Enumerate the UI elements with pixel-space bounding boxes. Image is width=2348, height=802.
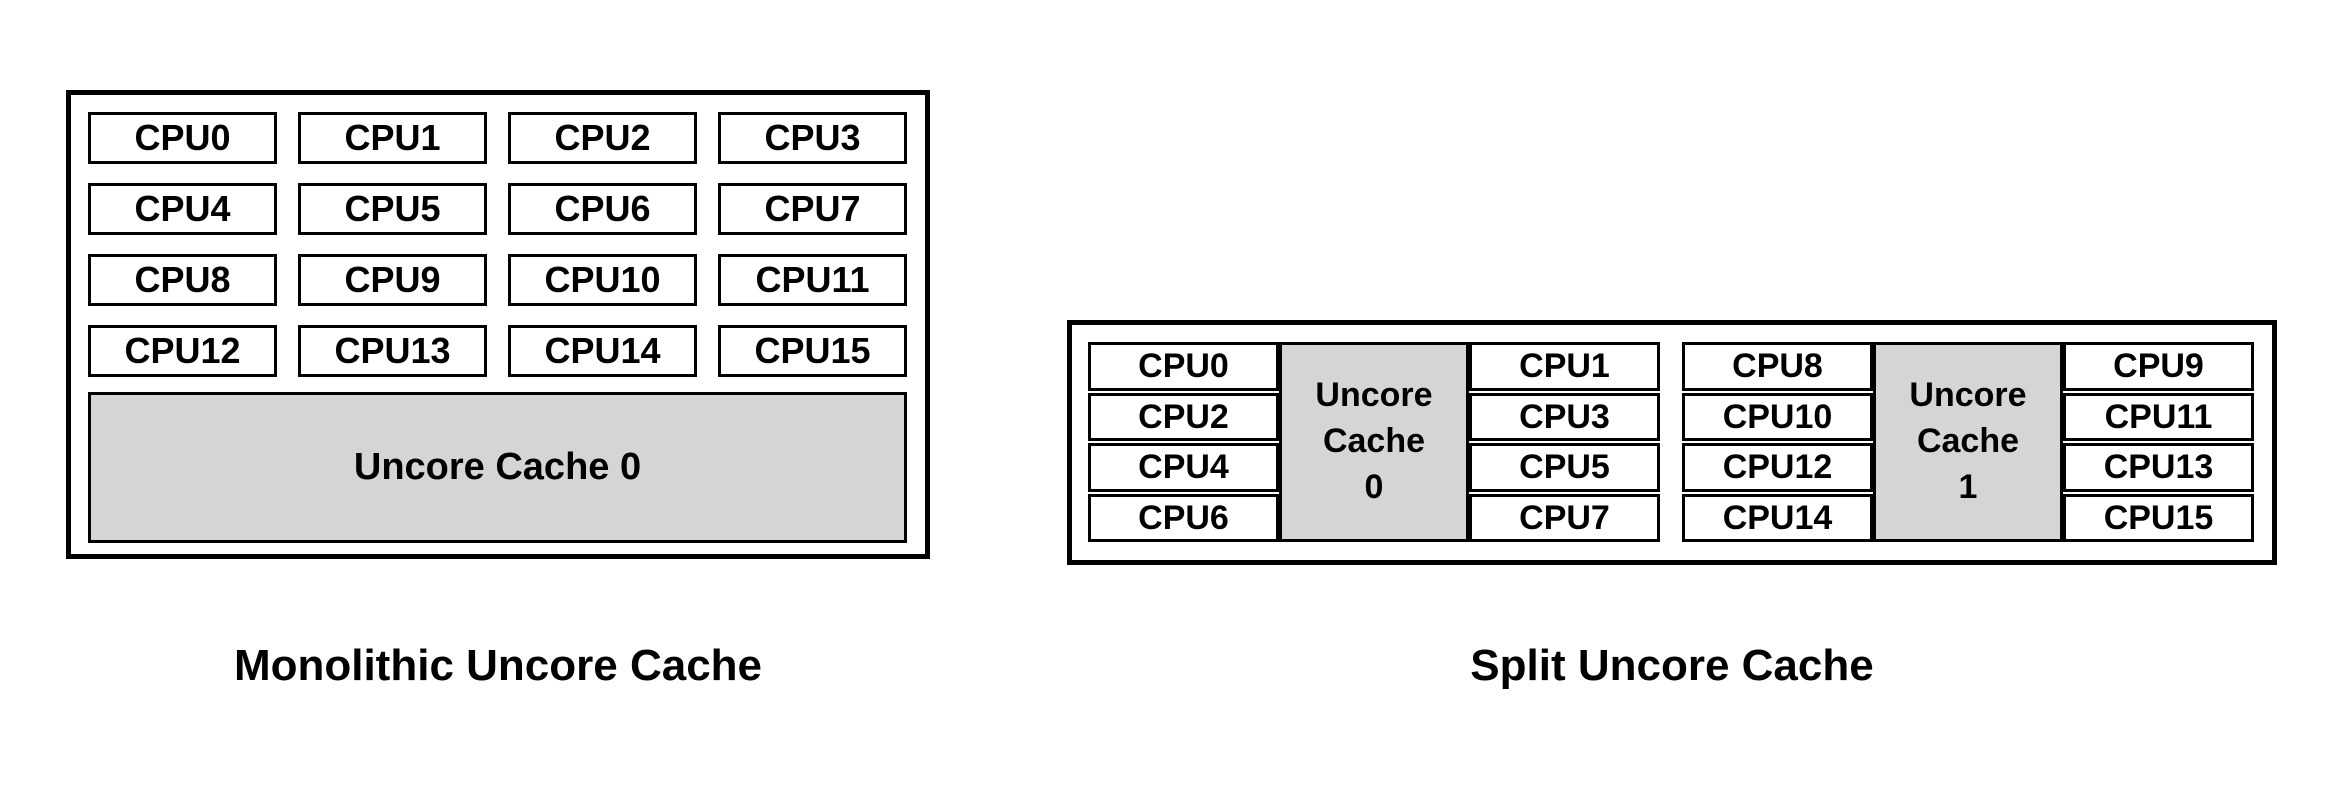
cache-line: Cache — [1916, 422, 2020, 461]
split-cpu-box-8: CPU8 — [1682, 342, 1873, 391]
split-cpu-box-1: CPU1 — [1469, 342, 1660, 391]
split-cpu-box-6: CPU6 — [1088, 493, 1279, 542]
split-cpu-box-5: CPU5 — [1469, 443, 1660, 492]
split-cpu-box-7: CPU7 — [1469, 493, 1660, 542]
mono-cpu-box-14: CPU14 — [508, 325, 697, 377]
cache-line: Cache — [1322, 422, 1426, 461]
split-cpu-box-4: CPU4 — [1088, 443, 1279, 492]
split-package-box: CPU0 CPU2 CPU4 CPU6 Uncore Cache 0 CPU1 … — [1067, 320, 2277, 565]
split-caption: Split Uncore Cache — [1470, 641, 1874, 690]
mono-cpu-box-1: CPU1 — [298, 112, 487, 164]
mono-cpu-box-11: CPU11 — [718, 254, 907, 306]
uncore-cache-0-split-box: Uncore Cache 0 — [1279, 342, 1469, 542]
split-cpu-box-2: CPU2 — [1088, 392, 1279, 441]
cache-line: 0 — [1364, 467, 1384, 506]
monolithic-caption: Monolithic Uncore Cache — [233, 641, 763, 690]
mono-cpu-box-15: CPU15 — [718, 325, 907, 377]
monolithic-cpu-grid: CPU0 CPU1 CPU2 CPU3 CPU4 CPU5 CPU6 CPU7 … — [88, 112, 907, 377]
split-cpu-box-14: CPU14 — [1682, 493, 1873, 542]
mono-cpu-box-3: CPU3 — [718, 112, 907, 164]
mono-cpu-box-2: CPU2 — [508, 112, 697, 164]
mono-cpu-box-0: CPU0 — [88, 112, 277, 164]
mono-cpu-box-6: CPU6 — [508, 183, 697, 235]
mono-cpu-box-10: CPU10 — [508, 254, 697, 306]
split-cpu-box-10: CPU10 — [1682, 392, 1873, 441]
uncore-cache-0-box: Uncore Cache 0 — [88, 392, 907, 543]
split-cpu-box-3: CPU3 — [1469, 392, 1660, 441]
mono-cpu-box-12: CPU12 — [88, 325, 277, 377]
split-cluster-0: CPU0 CPU2 CPU4 CPU6 Uncore Cache 0 CPU1 … — [1088, 342, 1660, 542]
cache-line: Uncore — [1909, 376, 2027, 415]
cache-line: 1 — [1958, 467, 1978, 506]
mono-cpu-box-13: CPU13 — [298, 325, 487, 377]
cache-line: Uncore — [1315, 376, 1433, 415]
split-cpu-box-0: CPU0 — [1088, 342, 1279, 391]
mono-cpu-box-8: CPU8 — [88, 254, 277, 306]
monolithic-package-box: CPU0 CPU1 CPU2 CPU3 CPU4 CPU5 CPU6 CPU7 … — [66, 90, 930, 559]
split-cpu-box-9: CPU9 — [2063, 342, 2254, 391]
split-cpu-box-15: CPU15 — [2063, 493, 2254, 542]
uncore-cache-1-split-box: Uncore Cache 1 — [1873, 342, 2063, 542]
mono-cpu-box-7: CPU7 — [718, 183, 907, 235]
split-cpu-box-11: CPU11 — [2063, 392, 2254, 441]
mono-cpu-box-9: CPU9 — [298, 254, 487, 306]
mono-cpu-box-5: CPU5 — [298, 183, 487, 235]
split-cpu-box-12: CPU12 — [1682, 443, 1873, 492]
mono-cpu-box-4: CPU4 — [88, 183, 277, 235]
split-cpu-box-13: CPU13 — [2063, 443, 2254, 492]
split-cluster-1: CPU8 CPU10 CPU12 CPU14 Uncore Cache 1 CP… — [1682, 342, 2254, 542]
